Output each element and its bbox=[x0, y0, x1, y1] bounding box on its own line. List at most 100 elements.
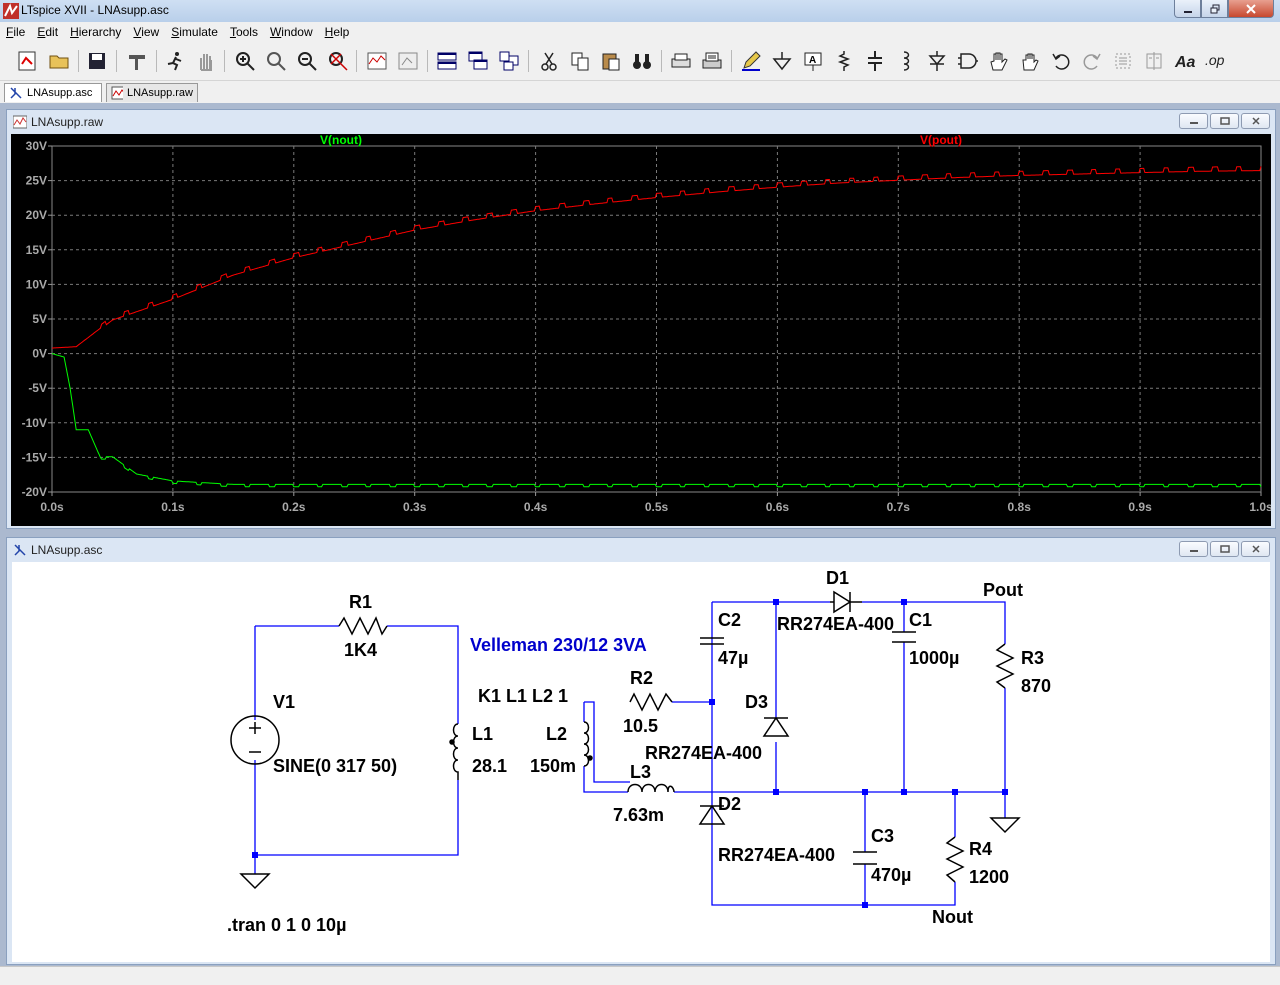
ground-button[interactable] bbox=[769, 49, 795, 73]
cut-button[interactable] bbox=[536, 49, 562, 73]
inductor-l3[interactable] bbox=[627, 783, 675, 793]
net-label-pout[interactable]: Pout bbox=[983, 580, 1023, 600]
resistor-r4[interactable] bbox=[945, 836, 965, 883]
rotate-button[interactable] bbox=[1110, 49, 1136, 73]
c3-value[interactable]: 470µ bbox=[871, 865, 911, 885]
print-setup-button[interactable] bbox=[668, 49, 694, 73]
mirror-button[interactable] bbox=[1141, 49, 1167, 73]
k1-directive[interactable]: K1 L1 L2 1 bbox=[478, 686, 568, 706]
c2-value[interactable]: 47µ bbox=[718, 648, 748, 668]
close-button[interactable] bbox=[1228, 0, 1274, 18]
inductor-l1[interactable] bbox=[452, 723, 459, 780]
capacitor-c2[interactable] bbox=[700, 637, 724, 645]
r3-name[interactable]: R3 bbox=[1021, 648, 1044, 668]
l1-name[interactable]: L1 bbox=[472, 724, 493, 744]
l3-value[interactable]: 7.63m bbox=[613, 805, 664, 825]
menu-hierarchy[interactable]: Hierarchy bbox=[64, 25, 127, 39]
move-button[interactable] bbox=[986, 49, 1012, 73]
d1-value[interactable]: RR274EA-400 bbox=[777, 614, 894, 634]
menu-window[interactable]: Window bbox=[264, 25, 319, 39]
c1-name[interactable]: C1 bbox=[909, 610, 932, 630]
waveform-maximize-button[interactable] bbox=[1210, 113, 1239, 129]
diode-d2[interactable] bbox=[698, 804, 726, 825]
l2-value[interactable]: 150m bbox=[530, 756, 576, 776]
paste-button[interactable] bbox=[598, 49, 624, 73]
menu-help[interactable]: Help bbox=[319, 25, 356, 39]
menu-simulate[interactable]: Simulate bbox=[165, 25, 224, 39]
transformer-comment[interactable]: Velleman 230/12 3VA bbox=[470, 635, 647, 655]
l1-value[interactable]: 28.1 bbox=[472, 756, 507, 776]
v1-name[interactable]: V1 bbox=[273, 692, 295, 712]
menu-edit[interactable]: Edit bbox=[31, 25, 64, 39]
r1-value[interactable]: 1K4 bbox=[344, 640, 377, 660]
diode-button[interactable] bbox=[924, 49, 950, 73]
schematic-minimize-button[interactable] bbox=[1179, 541, 1208, 557]
d2-value[interactable]: RR274EA-400 bbox=[718, 845, 835, 865]
find-button[interactable] bbox=[629, 49, 655, 73]
schematic-close-button[interactable] bbox=[1241, 541, 1270, 557]
r4-name[interactable]: R4 bbox=[969, 839, 992, 859]
tran-directive[interactable]: .tran 0 1 0 10µ bbox=[227, 915, 346, 935]
trace-label-nout[interactable]: V(nout) bbox=[320, 133, 362, 147]
new-schematic-button[interactable] bbox=[14, 49, 40, 73]
net-label-nout[interactable]: Nout bbox=[932, 907, 973, 927]
c3-name[interactable]: C3 bbox=[871, 826, 894, 846]
open-button[interactable] bbox=[46, 49, 72, 73]
diode-d1[interactable] bbox=[830, 590, 862, 614]
c2-name[interactable]: C2 bbox=[718, 610, 741, 630]
ltspice-app-icon[interactable] bbox=[3, 3, 19, 19]
schematic-maximize-button[interactable] bbox=[1210, 541, 1239, 557]
undo-button[interactable] bbox=[1048, 49, 1074, 73]
cascade-button[interactable] bbox=[465, 49, 491, 73]
l3-name[interactable]: L3 bbox=[630, 762, 651, 782]
text-button[interactable]: Aa bbox=[1172, 49, 1198, 73]
d1-name[interactable]: D1 bbox=[826, 568, 849, 588]
menu-tools[interactable]: Tools bbox=[224, 25, 264, 39]
menu-file[interactable]: File bbox=[0, 25, 31, 39]
schematic-drawing[interactable]: R1 1K4 V1 SINE(0 317 50) L1 28.1 L2 150m… bbox=[12, 562, 1270, 962]
zoom-fit-button[interactable] bbox=[325, 49, 351, 73]
tile-plots-button[interactable] bbox=[364, 49, 390, 73]
tab-lnasupp-raw[interactable]: LNAsupp.raw bbox=[106, 83, 198, 102]
c1-value[interactable]: 1000µ bbox=[909, 648, 959, 668]
redo-button[interactable] bbox=[1079, 49, 1105, 73]
spice-directive-button[interactable]: .op bbox=[1203, 49, 1229, 73]
r2-value[interactable]: 10.5 bbox=[623, 716, 658, 736]
menu-view[interactable]: View bbox=[127, 25, 165, 39]
trace-label-pout[interactable]: V(pout) bbox=[920, 133, 962, 147]
drag-button[interactable] bbox=[1017, 49, 1043, 73]
zoom-out-button[interactable] bbox=[294, 49, 320, 73]
r1-name[interactable]: R1 bbox=[349, 592, 372, 612]
component-button[interactable] bbox=[955, 49, 981, 73]
tile-horizontal-button[interactable] bbox=[434, 49, 460, 73]
waveform-close-button[interactable] bbox=[1241, 113, 1270, 129]
capacitor-c3[interactable] bbox=[853, 851, 877, 865]
save-button[interactable] bbox=[84, 49, 110, 73]
r3-value[interactable]: 870 bbox=[1021, 676, 1051, 696]
plot-settings-button[interactable] bbox=[395, 49, 421, 73]
trace-v-nout[interactable] bbox=[51, 353, 1262, 488]
label-net-button[interactable]: A bbox=[800, 49, 826, 73]
run-button[interactable] bbox=[162, 49, 188, 73]
pan-button[interactable] bbox=[263, 49, 289, 73]
control-panel-button[interactable] bbox=[124, 49, 150, 73]
resistor-r2[interactable] bbox=[629, 692, 673, 712]
zoom-in-button[interactable] bbox=[232, 49, 258, 73]
d3-name[interactable]: D3 bbox=[745, 692, 768, 712]
copy-button[interactable] bbox=[567, 49, 593, 73]
print-button[interactable] bbox=[699, 49, 725, 73]
l2-name[interactable]: L2 bbox=[546, 724, 567, 744]
diode-d3[interactable] bbox=[762, 716, 790, 737]
minimize-button[interactable] bbox=[1174, 0, 1201, 18]
draw-wire-button[interactable] bbox=[738, 49, 764, 73]
trace-v-pout[interactable] bbox=[51, 166, 1262, 349]
inductor-button[interactable] bbox=[893, 49, 919, 73]
r2-name[interactable]: R2 bbox=[630, 668, 653, 688]
schematic-canvas[interactable]: R1 1K4 V1 SINE(0 317 50) L1 28.1 L2 150m… bbox=[12, 562, 1270, 962]
halt-button[interactable] bbox=[193, 49, 219, 73]
wires[interactable] bbox=[254, 601, 1006, 906]
resistor-button[interactable] bbox=[831, 49, 857, 73]
capacitor-c1[interactable] bbox=[892, 631, 916, 643]
